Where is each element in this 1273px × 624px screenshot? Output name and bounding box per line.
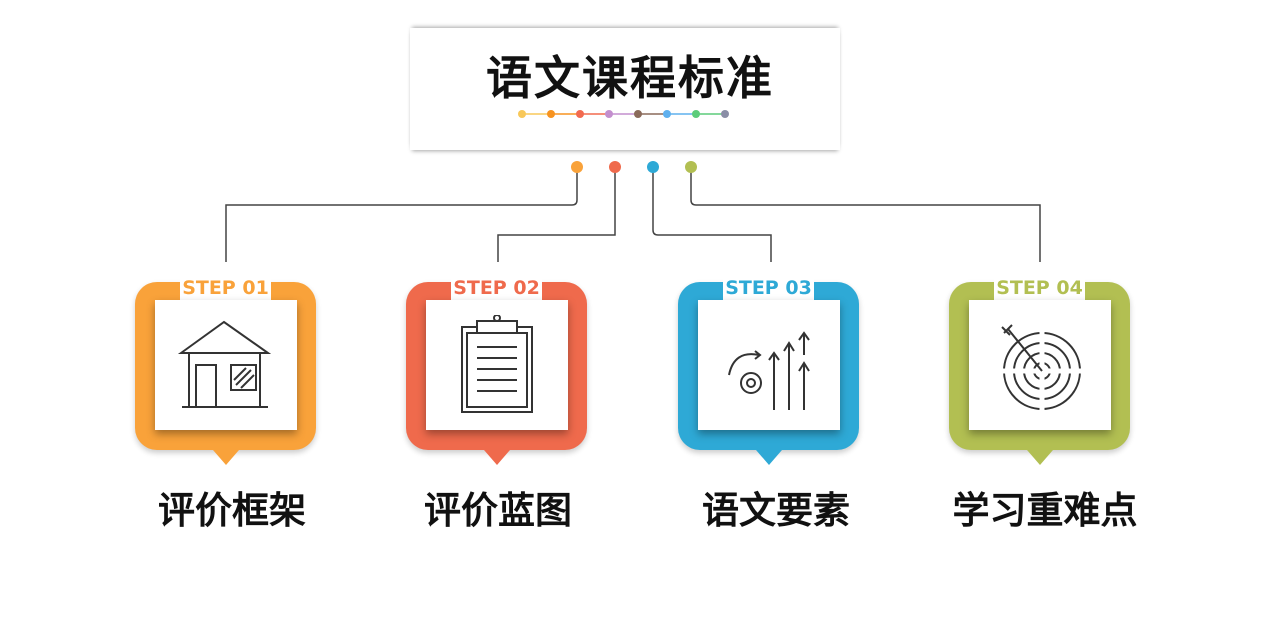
connector-1: [225, 167, 578, 262]
connector-3: [652, 167, 772, 262]
connector-dot-1: [571, 161, 583, 173]
step-card-2: STEP 02: [406, 277, 587, 465]
house-icon: [177, 320, 272, 408]
title-dot: [518, 110, 526, 118]
step-label-1: 评价框架: [158, 489, 306, 532]
target-icon: [996, 324, 1088, 415]
clipboard-icon: [461, 315, 533, 413]
title-dot: [663, 110, 671, 118]
step-number: STEP 03: [725, 277, 812, 299]
title-dot: [576, 110, 584, 118]
step-label-4: 学习重难点: [952, 489, 1138, 532]
step-card-4: STEP 04: [949, 277, 1130, 465]
title-dot: [605, 110, 613, 118]
connector-dot-4: [685, 161, 697, 173]
title-dot: [721, 110, 729, 118]
connector-dot-2: [609, 161, 621, 173]
step-card-3: STEP 03: [678, 277, 859, 465]
connector-4: [690, 167, 1041, 262]
step-number: STEP 01: [182, 277, 269, 299]
page-title: 语文课程标准: [486, 51, 774, 105]
title-band: [410, 28, 840, 150]
step-label-2: 评价蓝图: [424, 489, 572, 532]
title-dots: [518, 110, 729, 118]
step-card-1: STEP 01: [135, 277, 316, 465]
title-dot: [547, 110, 555, 118]
connector-dot-3: [647, 161, 659, 173]
title-dot: [634, 110, 642, 118]
step-label-3: 语文要素: [702, 489, 850, 532]
step-number: STEP 02: [453, 277, 540, 299]
connector-2: [497, 167, 616, 262]
gear-arrows-icon: [728, 331, 810, 410]
title-dot: [692, 110, 700, 118]
step-number: STEP 04: [996, 277, 1083, 299]
